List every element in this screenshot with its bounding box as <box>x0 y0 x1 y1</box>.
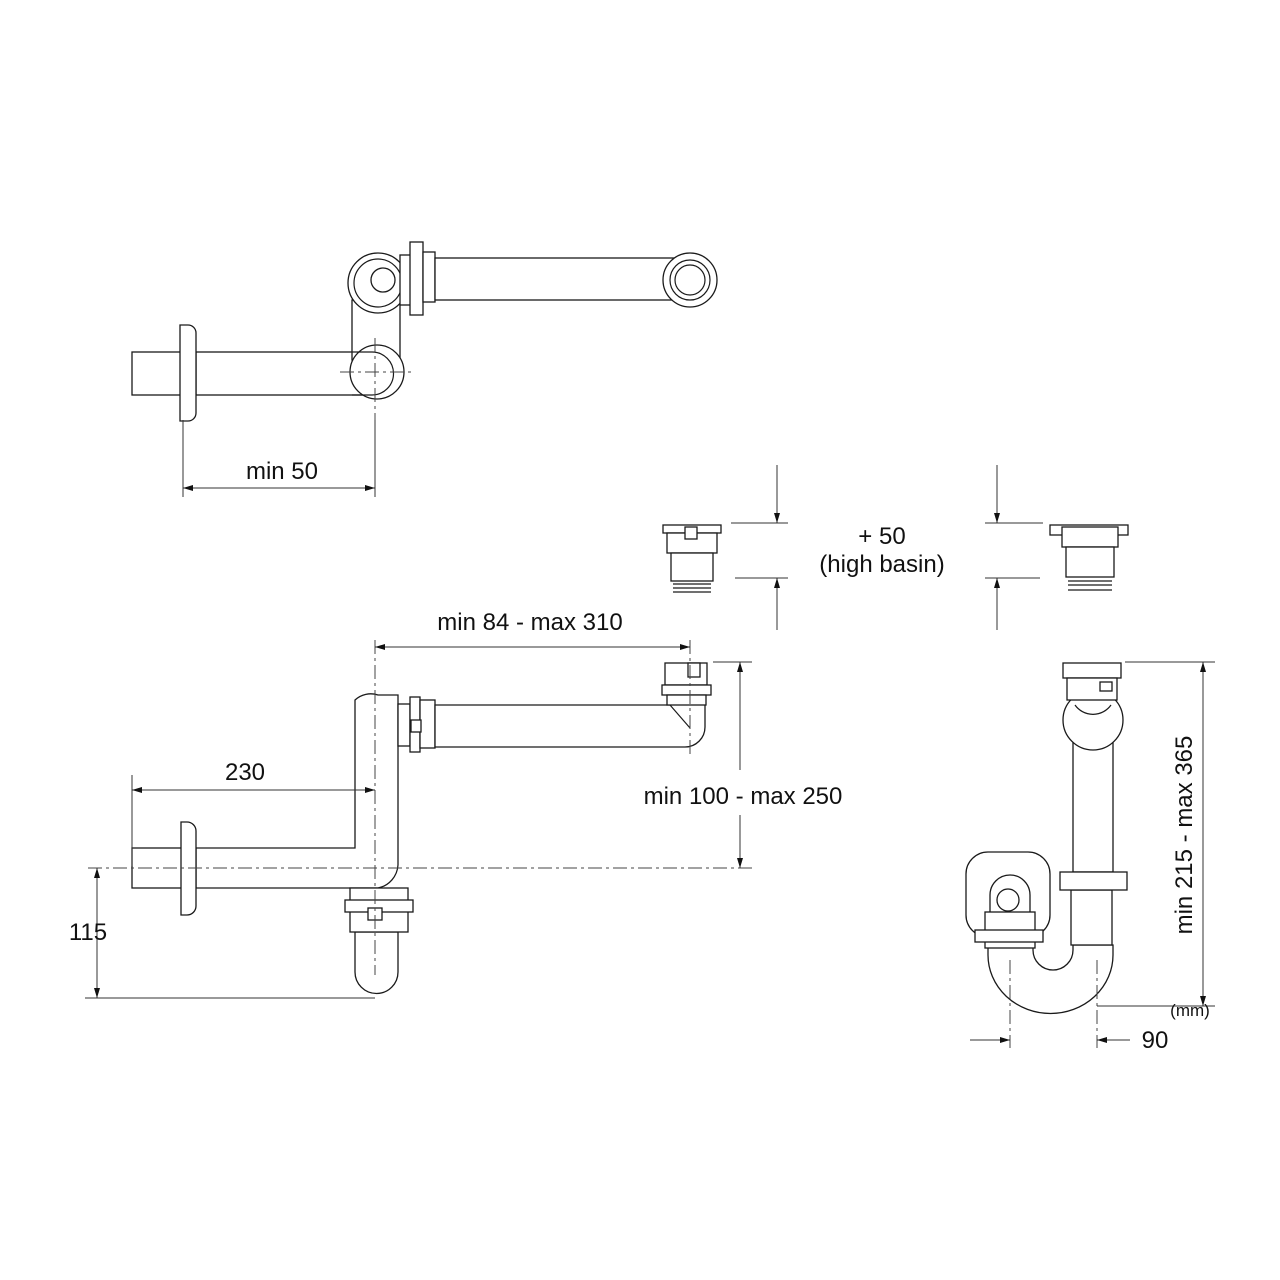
dim-total-height: min 215 - max 365 <box>1171 736 1198 935</box>
end-nut <box>662 252 718 308</box>
wall-flange <box>179 324 197 422</box>
dim-horizontal-range: min 84 - max 310 <box>437 609 622 636</box>
dim-center-height: 115 <box>69 919 107 946</box>
dim-drop-range: min 100 - max 250 <box>644 783 843 810</box>
high-basin-note: (high basin) <box>819 551 944 578</box>
dim-plus-50: + 50 <box>858 523 905 550</box>
dim-min-50: min 50 <box>246 458 318 485</box>
dim-offset: 90 <box>1142 1027 1169 1054</box>
front-view: min 215 - max 365 90 <box>965 661 1215 1054</box>
u-bend <box>987 944 1114 1015</box>
unit-label: (mm) <box>1170 1001 1210 1020</box>
dim-wall-distance: 230 <box>225 759 265 786</box>
side-view: min 84 - max 310 230 min 100 - max 250 1… <box>69 609 843 999</box>
high-basin-adapters: + 50 (high basin) <box>662 465 1129 630</box>
top-view: min 50 <box>131 241 718 497</box>
